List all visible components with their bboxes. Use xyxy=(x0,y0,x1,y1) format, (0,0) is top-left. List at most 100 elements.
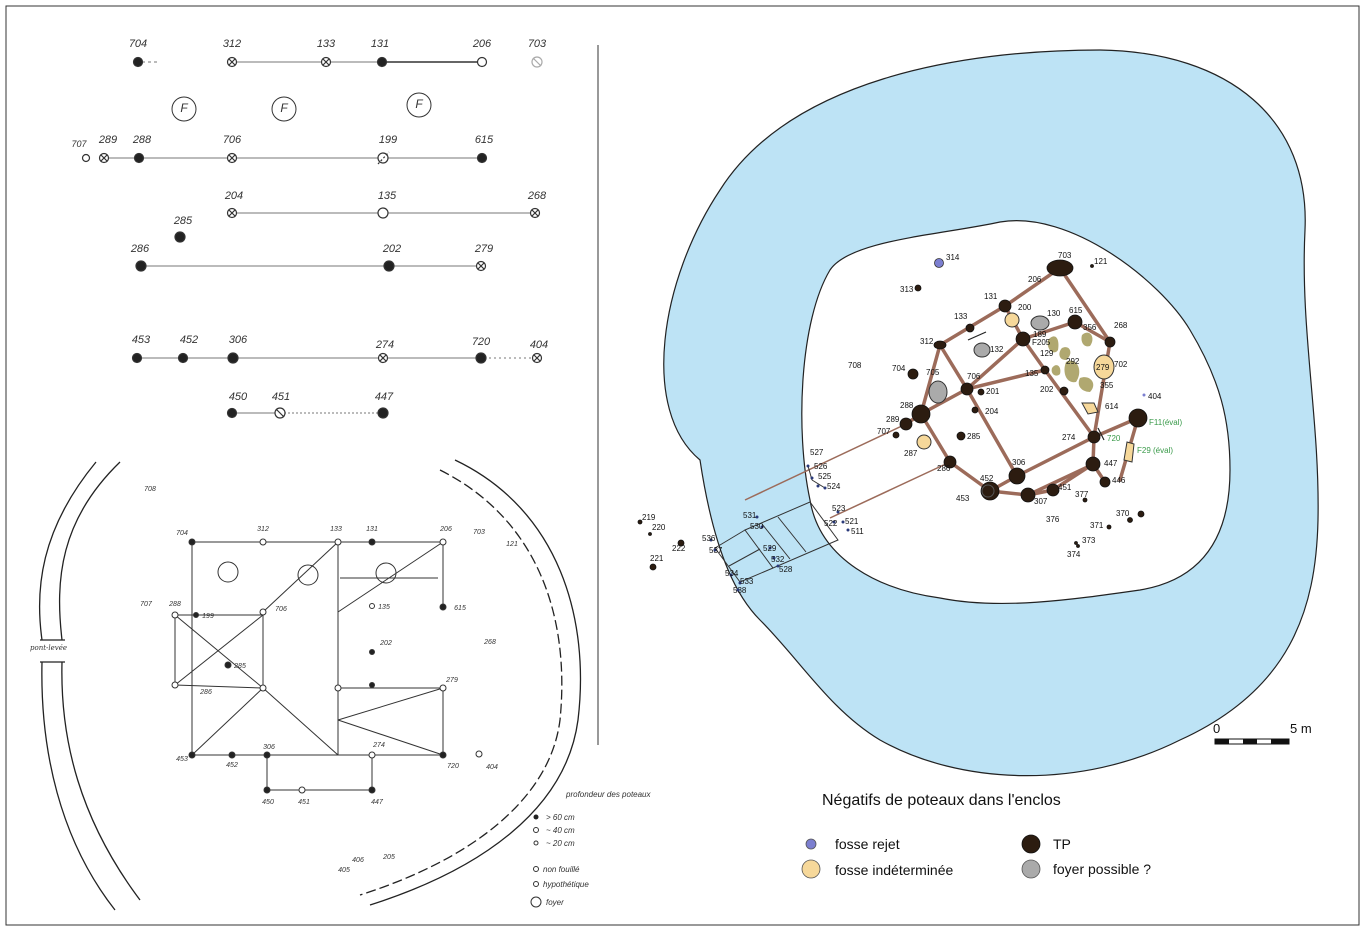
sketch-label: 206 xyxy=(472,38,492,50)
foyer-mark: F xyxy=(415,97,423,111)
legend-item: TP xyxy=(1053,836,1071,852)
feature-label: 404 xyxy=(1148,392,1162,401)
foyer-mark: F xyxy=(280,101,288,115)
bridge-post-label: 532 xyxy=(771,555,785,564)
scale-end: 5 m xyxy=(1290,721,1312,736)
plan-sketch-label: 268 xyxy=(483,639,496,646)
feature-label: 287 xyxy=(904,449,918,458)
feature-label: 268 xyxy=(1114,321,1128,330)
feature-label: 201 xyxy=(986,387,1000,396)
sketch-legend-item: foyer xyxy=(546,898,564,907)
plan-sketch-label: 615 xyxy=(454,605,466,612)
plan-sketch-label: 279 xyxy=(445,677,458,684)
bridge-post-label: 527 xyxy=(810,448,824,457)
legend-item: fosse indéterminée xyxy=(835,862,954,878)
feature-label: 614 xyxy=(1105,402,1119,411)
bridge-post-label: 222 xyxy=(672,544,686,553)
sketch-label: 707 xyxy=(71,139,87,149)
feature-label: 377 xyxy=(1075,490,1089,499)
feature-label: 131 xyxy=(984,292,998,301)
bridge-post-label: 511 xyxy=(851,527,864,536)
sketch-legend-item: non fouillé xyxy=(543,865,580,874)
feature-label: 447 xyxy=(1104,459,1118,468)
feature-label: 289 xyxy=(886,415,900,424)
bridge-post-label: 522 xyxy=(824,519,838,528)
legend-item: fosse rejet xyxy=(835,836,900,852)
bridge-post-label: 536 xyxy=(702,534,716,543)
feature-label: 274 xyxy=(1062,433,1076,442)
feature-label: 189 xyxy=(1033,330,1047,339)
sketch-label: 135 xyxy=(378,190,397,202)
sketch-label: 286 xyxy=(130,243,150,255)
bridge-post-label: 219 xyxy=(642,513,656,522)
feature-label: 705 xyxy=(926,368,940,377)
sketch-label: 312 xyxy=(223,38,241,50)
bridge-post-label: 533 xyxy=(740,577,754,586)
plan-sketch-label: 306 xyxy=(263,744,275,751)
feature-label: 453 xyxy=(956,494,970,503)
plan-sketch-label: 707 xyxy=(140,601,153,608)
feature-label: F11(éval) xyxy=(1149,418,1183,427)
sketch-label: 289 xyxy=(98,134,117,146)
bridge-post-label: 529 xyxy=(763,544,777,553)
plan-sketch-label: 121 xyxy=(506,541,518,548)
sketch-label: 615 xyxy=(475,134,494,146)
feature-label: 376 xyxy=(1046,515,1060,524)
bridge-post-label: 521 xyxy=(845,517,859,526)
feature-label: 285 xyxy=(967,432,981,441)
feature-label: F205 xyxy=(1032,338,1051,347)
plan-sketch-label: 286 xyxy=(199,689,212,696)
plan-sketch-label: 453 xyxy=(176,756,188,763)
feature-label: 704 xyxy=(892,364,906,373)
sketch-label: 202 xyxy=(382,243,401,255)
sketch-legend-item: > 60 cm xyxy=(546,813,575,822)
feature-label: 452 xyxy=(980,474,994,483)
plan-sketch-label: 450 xyxy=(262,799,274,806)
feature-label: 132 xyxy=(990,345,1004,354)
sketch-label: 274 xyxy=(375,339,394,351)
sketch-label: 133 xyxy=(317,38,336,50)
legend-swatch-fosse-indeterminee xyxy=(801,859,821,879)
feature-label: 130 xyxy=(1047,309,1061,318)
bridge-post-label: 531 xyxy=(743,511,757,520)
feature-label: 202 xyxy=(1040,385,1054,394)
legend-swatch-foyer xyxy=(1021,859,1041,879)
plan-sketch-label: 135 xyxy=(378,604,390,611)
feature-label: 314 xyxy=(946,253,960,262)
feature-label: 129 xyxy=(1040,349,1054,358)
sketch-label: 703 xyxy=(528,38,547,50)
sketch-label: 706 xyxy=(223,134,242,146)
plan-sketch-label: 406 xyxy=(352,857,364,864)
feature-label: 451 xyxy=(1058,483,1072,492)
feature-label: 374 xyxy=(1067,550,1081,559)
feature-label: 204 xyxy=(985,407,999,416)
bridge-post-label: 524 xyxy=(827,482,841,491)
bridge-post-label: 220 xyxy=(652,523,666,532)
sketch-label: 453 xyxy=(132,334,151,346)
feature-label: 200 xyxy=(1018,303,1032,312)
sketch-legend-title: profondeur des poteaux xyxy=(565,790,652,799)
sketch-legend-item: hypothétique xyxy=(543,880,589,889)
bridge-post-label: 523 xyxy=(832,504,846,513)
plan-sketch-label: 205 xyxy=(382,854,395,861)
legend-swatch-fosse-rejet xyxy=(805,838,817,850)
plan-sketch-label: 405 xyxy=(338,867,350,874)
feature-label: 356 xyxy=(1083,323,1097,332)
feature-label: 707 xyxy=(877,427,891,436)
bridge-post-label: 221 xyxy=(650,554,664,563)
sketch-label: 404 xyxy=(530,339,548,351)
foyer-mark: F xyxy=(180,101,188,115)
sketch-label: 704 xyxy=(129,38,147,50)
feature-label: 288 xyxy=(900,401,914,410)
plan-sketch-label: 274 xyxy=(372,742,385,749)
bridge-post-label: 530 xyxy=(750,522,764,531)
plan-sketch-label: 199 xyxy=(202,613,214,620)
sketch-label: 285 xyxy=(173,215,193,227)
sketch-label: 204 xyxy=(224,190,243,202)
sketch-label: 268 xyxy=(527,190,547,202)
bridge-post-label: 534 xyxy=(725,569,739,578)
interior xyxy=(801,220,1231,605)
feature-label: 133 xyxy=(954,312,968,321)
sketch-legend-item: ~ 40 cm xyxy=(546,826,575,835)
